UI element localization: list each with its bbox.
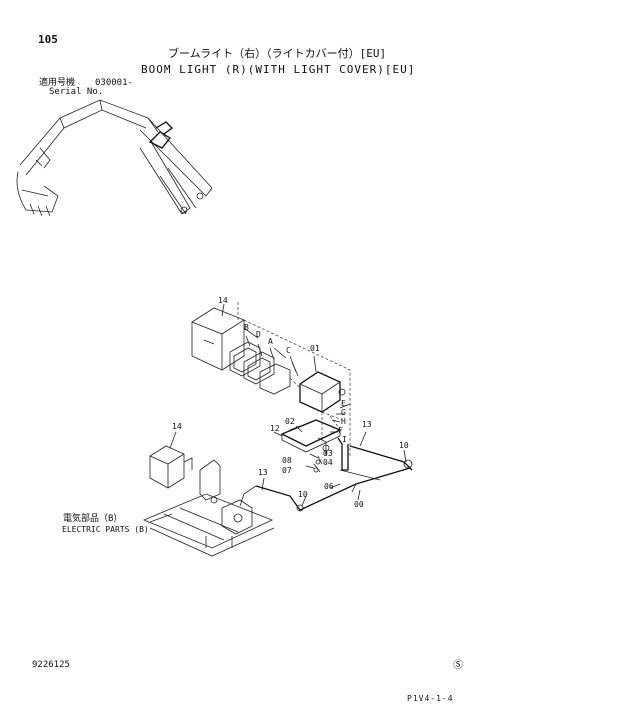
callout-08: 08 — [282, 456, 292, 465]
callout-d: D — [256, 330, 261, 339]
serial-value: 030001- — [95, 78, 133, 88]
wiring-harness — [239, 445, 413, 512]
callout-c: C — [286, 346, 291, 355]
callout-i: I — [342, 435, 347, 444]
page-number: 105 — [38, 33, 58, 46]
title-english: BOOM LIGHT (R)(WITH LIGHT COVER)[EU] — [141, 63, 416, 76]
document-code: 9226125 — [32, 660, 70, 670]
callout-12: 12 — [270, 424, 280, 433]
callout-13-upper: 13 — [362, 420, 372, 429]
callout-04: 04 — [323, 458, 333, 467]
callout-01: 01 — [310, 344, 320, 353]
callout-13-lower: 13 — [258, 468, 268, 477]
title-japanese: ブームライト（右）（ライトカバー付）[EU] — [168, 47, 387, 60]
light-bracket — [280, 419, 349, 473]
serial-label-english: Serial No. — [49, 87, 104, 97]
page-reference: P1V4-1-4 — [407, 694, 454, 703]
callout-g: G — [341, 408, 346, 417]
callout-a: A — [268, 337, 273, 346]
callout-14-lower: 14 — [172, 422, 182, 431]
callout-00: 00 — [354, 500, 364, 509]
excavator-boom-sketch — [16, 99, 213, 217]
boom-frame — [142, 459, 275, 557]
serial-label-japanese: 適用号機 — [39, 78, 76, 88]
light-cover-assembly — [191, 300, 351, 456]
callout-h: H — [341, 417, 346, 426]
callout-02: 02 — [285, 417, 295, 426]
callout-b: B — [244, 323, 249, 332]
callout-e: E — [341, 399, 346, 408]
lower-light-cover — [149, 445, 193, 489]
callout-10-lower: 10 — [298, 490, 308, 499]
electric-parts-label-japanese: 電気部品（B） — [63, 514, 123, 524]
callout-10-right: 10 — [399, 441, 409, 450]
callout-07: 07 — [282, 466, 292, 475]
electric-parts-label-english: ELECTRIC PARTS (B) — [62, 525, 149, 534]
leader-lines — [149, 303, 407, 523]
callout-03: 03 — [323, 449, 333, 458]
callout-14-upper: 14 — [218, 296, 228, 305]
callout-f: F — [338, 426, 343, 435]
callout-06: 06 — [324, 482, 334, 491]
s-mark: Ⓢ — [453, 660, 463, 671]
